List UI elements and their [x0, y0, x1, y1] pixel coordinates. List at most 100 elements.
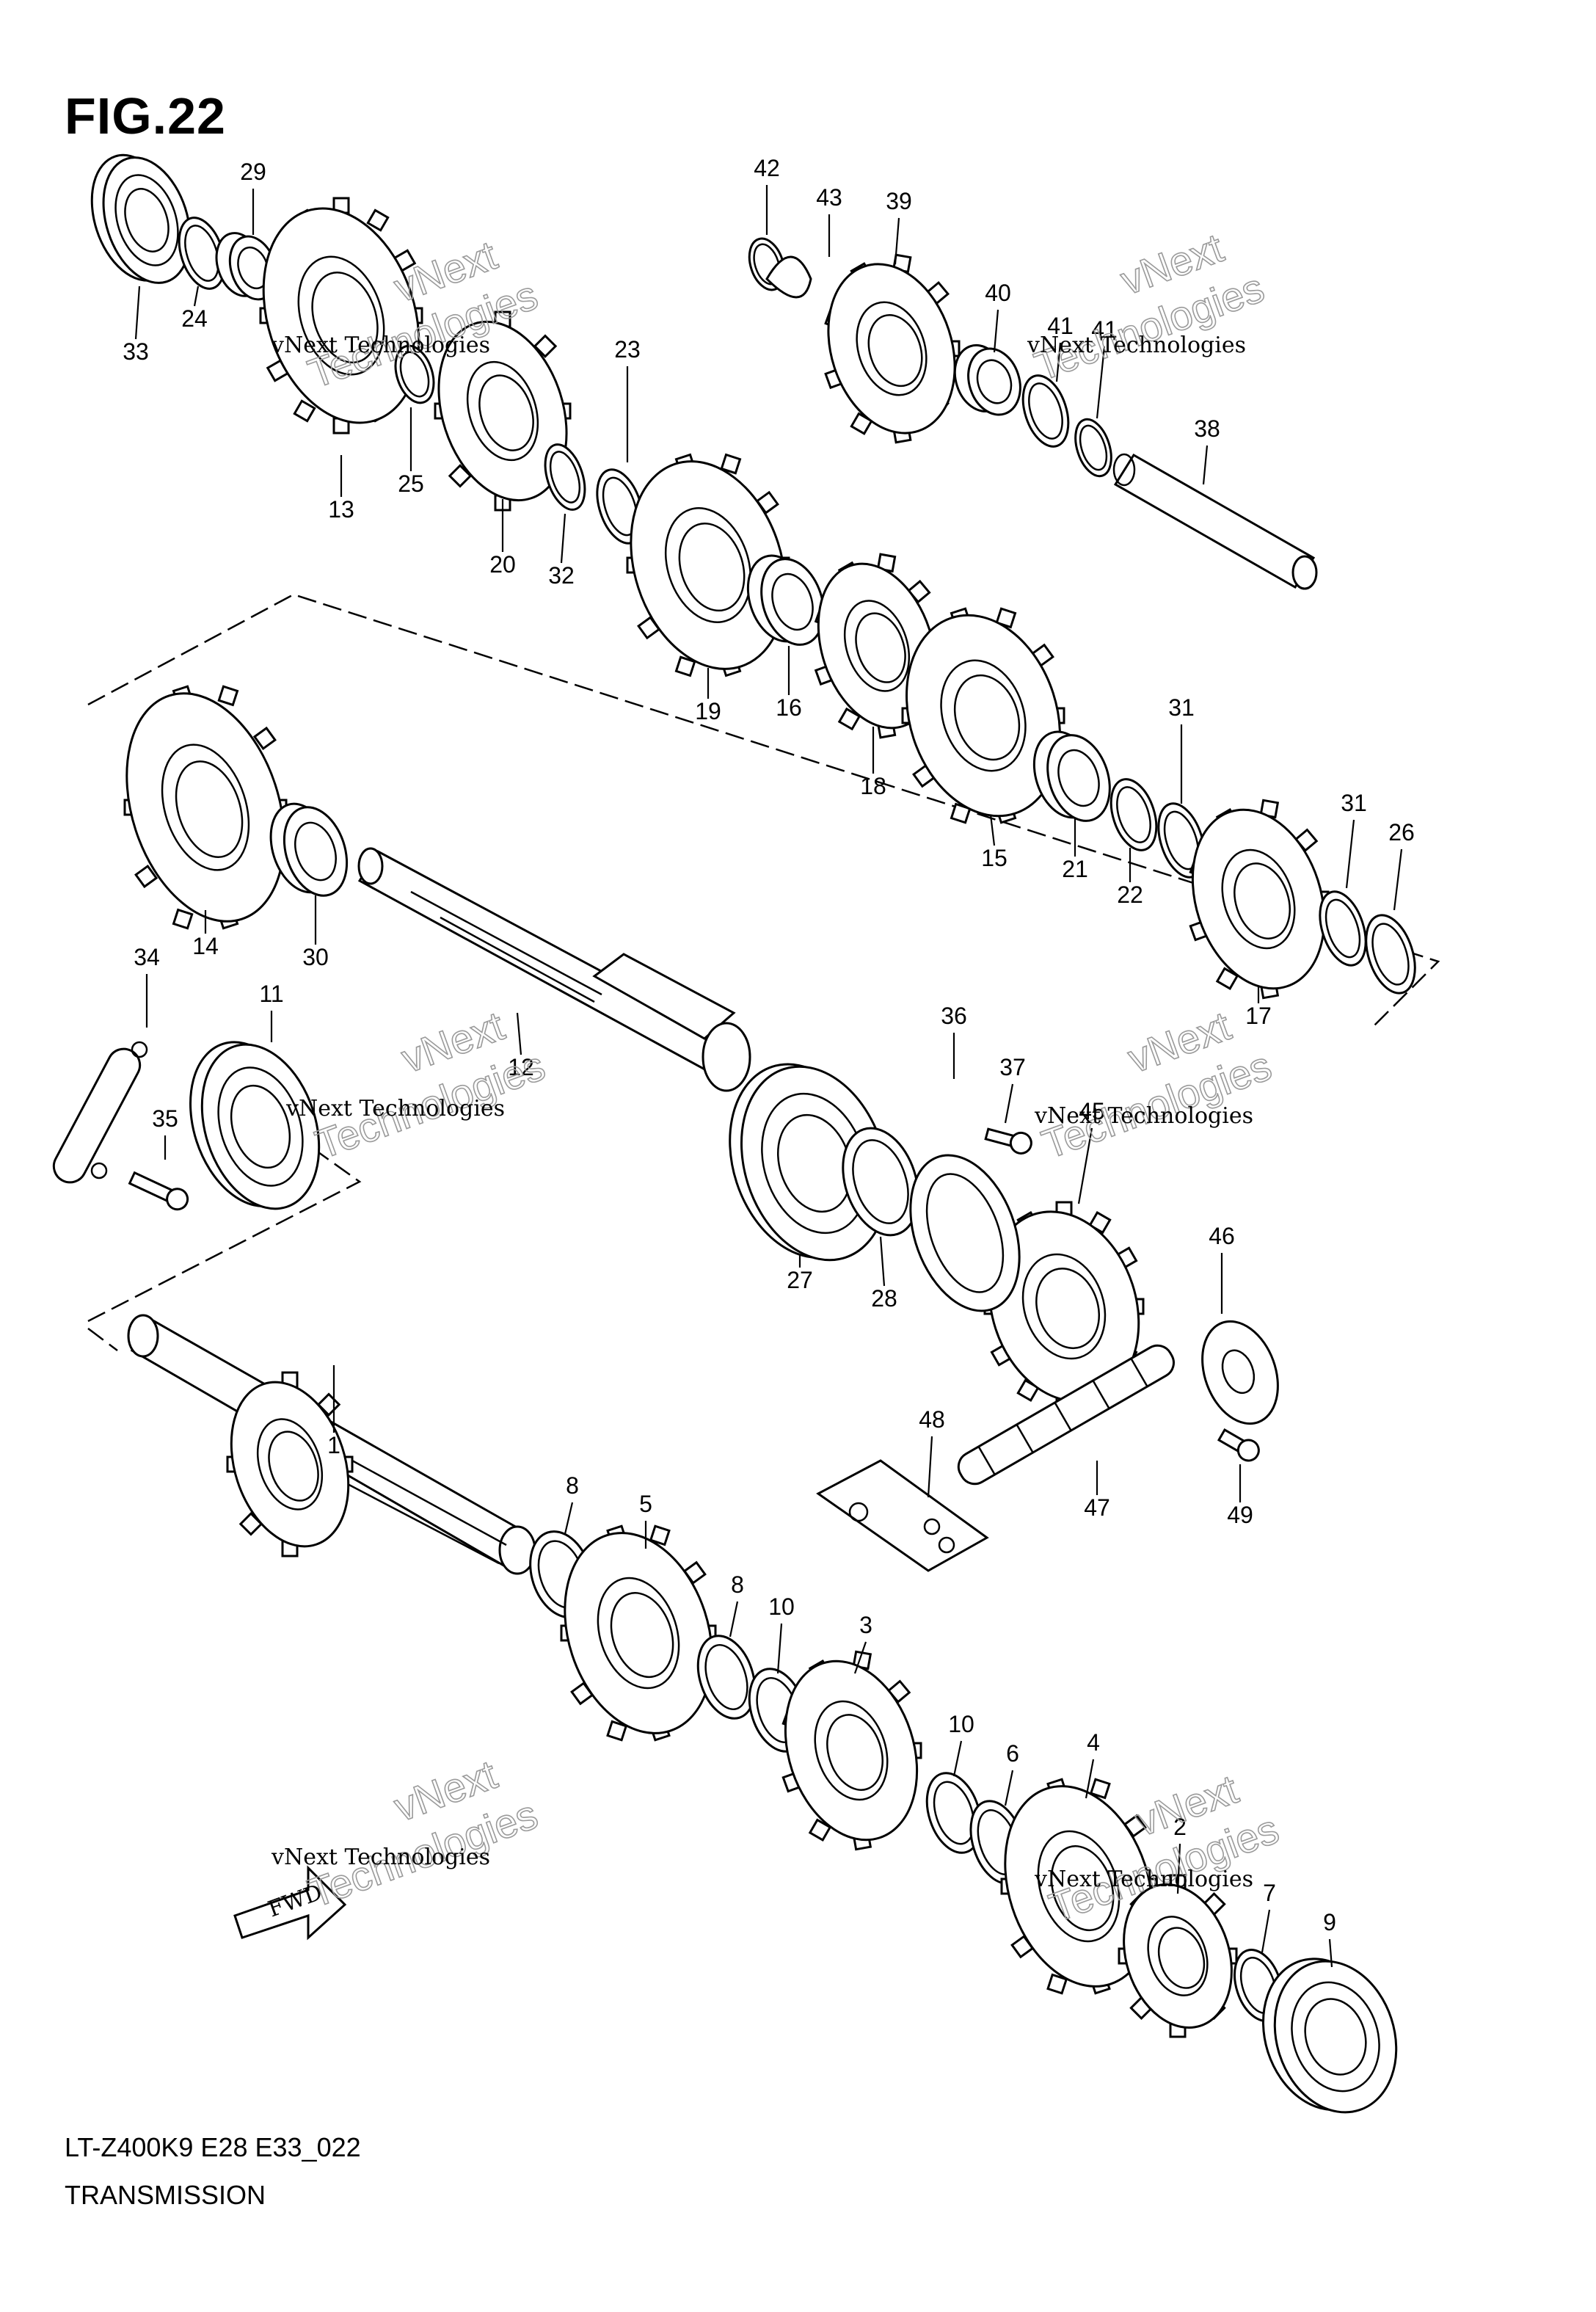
- callout-number: 48: [919, 1406, 945, 1433]
- callout-leader: [894, 217, 900, 265]
- callout-leader: [1202, 445, 1209, 485]
- callout-number: 35: [152, 1105, 178, 1132]
- callout-number: 9: [1323, 1909, 1336, 1935]
- gear-14: [123, 685, 288, 930]
- callout-number: 3: [859, 1612, 872, 1638]
- gear-20: [434, 310, 572, 512]
- callout-number: 11: [259, 981, 283, 1007]
- washer-25: [394, 344, 435, 404]
- svg-text:vNext Technologies: vNext Technologies: [271, 1844, 490, 1870]
- callout-number: 10: [768, 1593, 795, 1620]
- circlip-10b: [925, 1772, 983, 1854]
- callout-number: 18: [860, 773, 886, 799]
- washer-8b: [696, 1635, 757, 1720]
- figure-title: FIG.22: [65, 87, 226, 145]
- callout-leader: [729, 1601, 739, 1637]
- callout-number: 22: [1117, 881, 1143, 908]
- gear-13: [259, 197, 423, 435]
- callout-leader: [1096, 346, 1106, 419]
- circlip-32: [544, 443, 586, 511]
- bearing-retainer-43: [765, 255, 812, 299]
- bushing-40: [953, 343, 1021, 416]
- plate-34: [52, 1041, 148, 1184]
- oil-seal-28: [842, 1127, 919, 1237]
- callout-leader: [1077, 1127, 1093, 1204]
- gear-2: [1118, 1874, 1238, 2038]
- callout-number: 10: [948, 1711, 974, 1737]
- callout-number: 13: [328, 496, 354, 523]
- gear-1-drive: [226, 1371, 354, 1557]
- components: [90, 153, 1416, 2114]
- callout-number: 21: [1062, 856, 1088, 882]
- svg-text:vNext Technologies: vNext Technologies: [271, 332, 490, 358]
- assembly-outlines: [87, 593, 1440, 1351]
- gear-17: [1189, 799, 1330, 1000]
- bearing-11: [189, 1041, 321, 1210]
- countershaft-12: [357, 847, 751, 1092]
- callout-number: 39: [886, 188, 912, 214]
- callout-leader: [134, 286, 141, 340]
- callout-number: 36: [941, 1003, 967, 1029]
- callout-leader: [879, 1236, 886, 1287]
- circlip-31b: [1319, 890, 1367, 967]
- callout-leader: [853, 1641, 867, 1674]
- model-code: LT-Z400K9 E28 E33_022: [65, 2132, 361, 2162]
- callout-number: 8: [731, 1571, 744, 1598]
- callout-number: 32: [548, 562, 575, 589]
- gear-19: [626, 453, 790, 677]
- callout-number: 43: [816, 184, 842, 211]
- washer-26: [1365, 914, 1416, 995]
- callout-leader: [564, 1502, 574, 1535]
- callout-leader: [1345, 819, 1355, 889]
- callout-leader: [1085, 1759, 1095, 1799]
- callout-leader: [1261, 1909, 1271, 1953]
- callout-number: 47: [1084, 1494, 1110, 1521]
- gear-4: [1000, 1778, 1157, 1995]
- bearing-27: [729, 1063, 889, 1262]
- callout-number: 26: [1388, 819, 1415, 846]
- callout-number: 41: [1047, 313, 1074, 339]
- gear-5: [560, 1524, 717, 1742]
- callout-number: 31: [1168, 694, 1195, 721]
- screw-35: [128, 1171, 189, 1211]
- callout-number: 33: [123, 338, 149, 365]
- countershaft-38: [1112, 453, 1318, 590]
- gear-39: [824, 253, 961, 444]
- plate-36: [909, 1154, 1021, 1312]
- callout-leader: [927, 1436, 933, 1498]
- callout-number: 37: [999, 1054, 1026, 1080]
- bushing-30: [269, 802, 349, 897]
- callout-leader: [1328, 1938, 1333, 1968]
- svg-text:vNext Technologies: vNext Technologies: [1027, 332, 1246, 358]
- callout-number: 6: [1006, 1740, 1019, 1767]
- callout-leader: [1004, 1083, 1014, 1124]
- callout-leader: [776, 1623, 783, 1674]
- washer-41a: [1021, 374, 1070, 448]
- callout-leader: [560, 513, 566, 564]
- drive-chain-47: [957, 1344, 1175, 1486]
- callout-number: 38: [1194, 415, 1220, 442]
- bushing-21: [1032, 730, 1111, 822]
- callout-number: 46: [1209, 1223, 1235, 1249]
- callout-leader: [989, 814, 996, 846]
- section-title: TRANSMISSION: [65, 2180, 266, 2210]
- callout-number: 24: [181, 305, 208, 332]
- callout-number: 27: [787, 1267, 813, 1293]
- mainshaft-group-outline: [87, 1328, 118, 1351]
- callout-leader: [1176, 1843, 1181, 1894]
- callout-numbers: 1234567889101011121314151617181920212223…: [123, 155, 1415, 1968]
- callout-number: 2: [1173, 1814, 1187, 1840]
- callout-number: 31: [1341, 790, 1367, 816]
- callout-number: 15: [981, 845, 1007, 871]
- callout-number: 42: [754, 155, 780, 181]
- callout-number: 12: [508, 1054, 534, 1080]
- callout-number: 41: [1091, 316, 1118, 343]
- bushing-16: [746, 554, 825, 646]
- svg-text:vNext Technologies: vNext Technologies: [1034, 1866, 1253, 1892]
- bolt-37: [984, 1127, 1032, 1155]
- callout-leader: [1055, 342, 1062, 382]
- washer-24: [178, 217, 226, 290]
- callout-number: 19: [695, 698, 721, 724]
